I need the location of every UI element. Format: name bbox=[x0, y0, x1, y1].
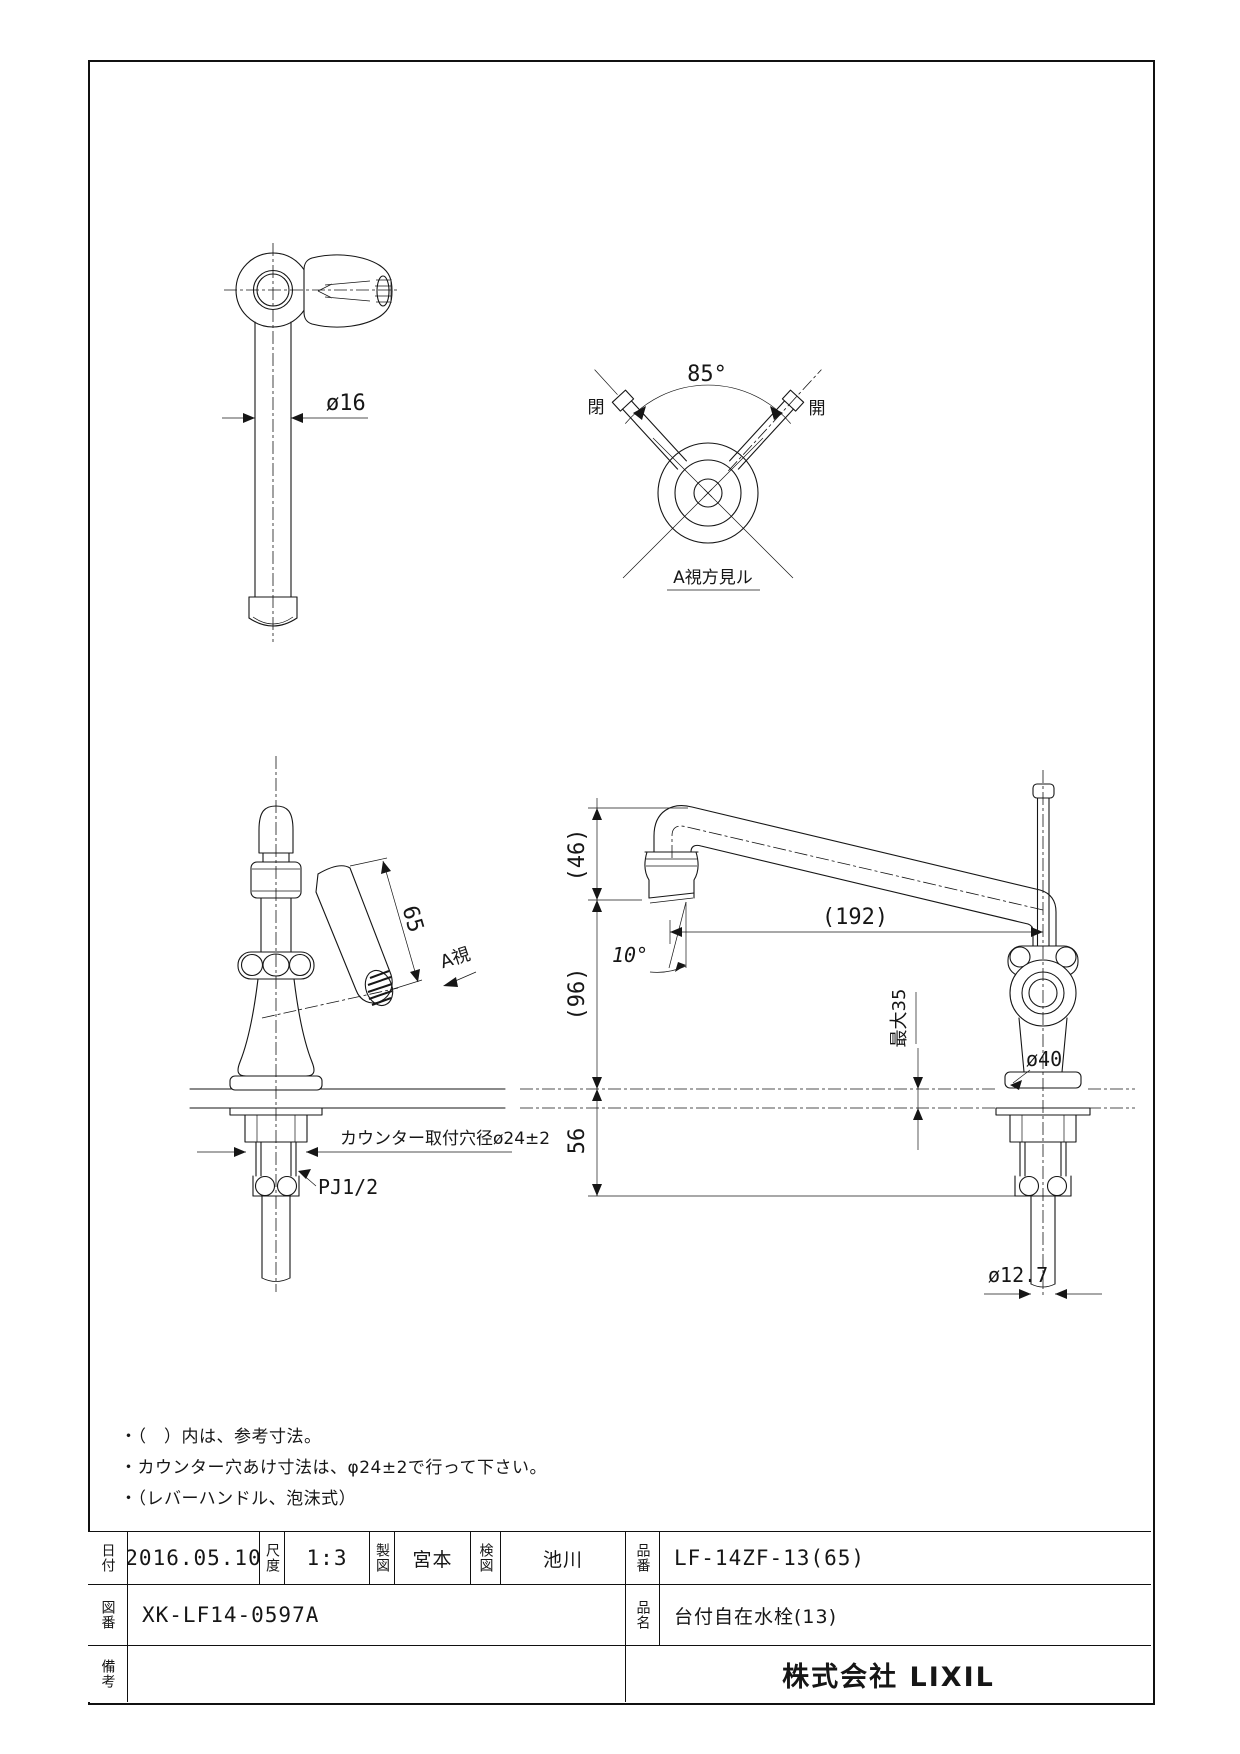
drawing-no-label: 図番 bbox=[88, 1585, 128, 1645]
note-line: ・（レバーハンドル、泡沫式） bbox=[120, 1489, 357, 1509]
dim-56: 56 bbox=[565, 1128, 590, 1155]
drawing-notes: ・（ ）内は、参考寸法。 ・カウンター穴あけ寸法は、φ24±2で行って下さい。 … bbox=[120, 1422, 547, 1515]
view-handle-rotation: 85° 閉 開 A視方見ル bbox=[588, 362, 826, 591]
dim-spout-pipe-diameter: ø16 bbox=[326, 391, 366, 416]
company-logo: 株式会社 LIXIL bbox=[782, 1661, 995, 1693]
label-open: 開 bbox=[809, 399, 826, 419]
part-no-label: 品番 bbox=[626, 1532, 660, 1584]
svg-text:ø40: ø40 bbox=[1026, 1047, 1062, 1071]
product-name: 台付自在水栓(13) bbox=[674, 1605, 838, 1628]
dim-96: (96) bbox=[565, 968, 590, 1021]
dim-tail-diameter: ø12.7 bbox=[984, 1263, 1102, 1299]
view-side-elevation: (46) (96) 56 (192) 10° 最大35 bbox=[520, 770, 1135, 1299]
date-value: 2016.05.10 bbox=[128, 1532, 260, 1584]
scale-value: 1:3 bbox=[285, 1532, 370, 1584]
remarks-value bbox=[128, 1646, 626, 1702]
drawn-by: 宮本 bbox=[395, 1532, 471, 1584]
checked-by: 池川 bbox=[501, 1532, 626, 1584]
dim-10deg: 10° bbox=[612, 901, 687, 973]
dim-counter-hole: カウンター取付穴径ø24±2 bbox=[340, 1129, 550, 1149]
checked-label: 検図 bbox=[471, 1532, 501, 1584]
dims-vertical-stack: (46) (96) 56 bbox=[565, 798, 1031, 1197]
title-block: 日付 2016.05.10 尺度 1:3 製図 宮本 検図 池川 品番 LF-1… bbox=[88, 1531, 1151, 1702]
svg-text:(192): (192) bbox=[822, 905, 888, 930]
date-label: 日付 bbox=[88, 1532, 128, 1584]
lever-open bbox=[728, 369, 822, 472]
note-line: ・（ ）内は、参考寸法。 bbox=[120, 1427, 322, 1447]
label-thread-pj12: PJ1/2 bbox=[318, 1175, 378, 1199]
dim-spout-length: 65 bbox=[397, 903, 428, 935]
remarks-label: 備考 bbox=[88, 1646, 128, 1702]
dim-46: (46) bbox=[565, 829, 590, 882]
svg-text:ø12.7: ø12.7 bbox=[988, 1263, 1048, 1287]
spout-foreshortened bbox=[315, 865, 393, 1004]
svg-text:最大35: 最大35 bbox=[889, 989, 910, 1048]
product-name-label: 品名 bbox=[626, 1585, 660, 1645]
view-front-elevation: 65 A視 カウンター取付穴径ø24±2 PJ1/2 bbox=[189, 756, 550, 1292]
aerator-head bbox=[644, 851, 699, 904]
view-plan: ø16 bbox=[222, 243, 400, 642]
view-a-caption: A視方見ル bbox=[673, 568, 753, 588]
drawn-label: 製図 bbox=[370, 1532, 395, 1584]
lever-side bbox=[1032, 783, 1055, 947]
drawing-frame bbox=[88, 60, 1155, 1705]
handle-tip-cap bbox=[376, 275, 390, 307]
part-no: LF-14ZF-13(65) bbox=[674, 1546, 866, 1570]
dim-handle-angle: 85° bbox=[687, 362, 727, 387]
spout-arm-bottom bbox=[690, 844, 1029, 925]
note-line: ・カウンター穴あけ寸法は、φ24±2で行って下さい。 bbox=[120, 1458, 548, 1478]
label-closed: 閉 bbox=[588, 398, 605, 418]
lever-handle-plan bbox=[303, 254, 393, 328]
dim-body-diameter: ø40 bbox=[1010, 1047, 1062, 1090]
svg-text:10°: 10° bbox=[612, 943, 648, 967]
dim-192: (192) bbox=[669, 905, 1043, 944]
spout-arm-top bbox=[653, 805, 1041, 891]
scale-label: 尺度 bbox=[260, 1532, 285, 1584]
lever-closed bbox=[594, 369, 687, 470]
drawing-no: XK-LF14-0597A bbox=[128, 1585, 626, 1645]
dim-max35: 最大35 bbox=[889, 989, 923, 1150]
label-view-a: A視 bbox=[438, 944, 473, 973]
